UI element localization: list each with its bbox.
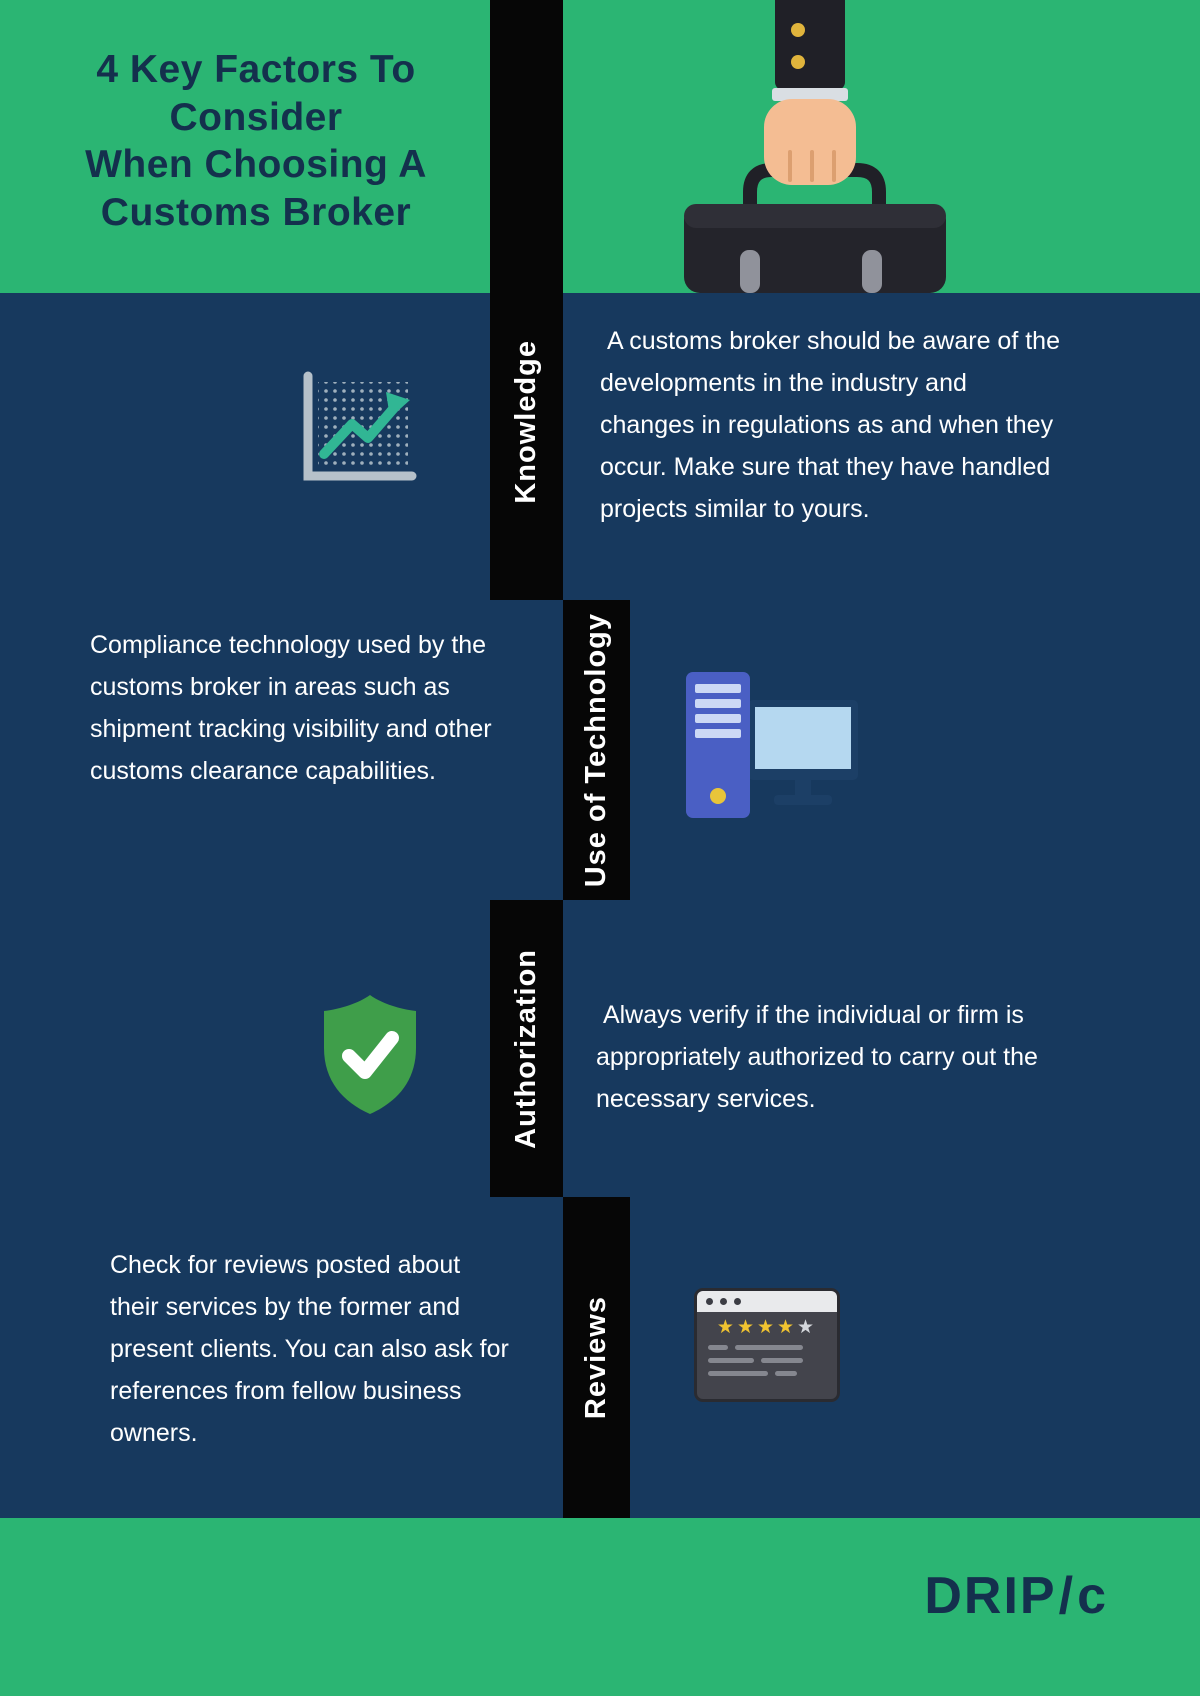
gray-star: ★ (797, 1317, 818, 1338)
section-bar-technology: Use of Technology (563, 600, 630, 900)
desktop-computer-icon (686, 672, 858, 818)
section-text-authorization: Always verify if the individual or firm … (596, 1001, 1045, 1113)
section-label-technology: Use of Technology (580, 612, 612, 888)
title-line-4: Customs Broker (100, 190, 412, 234)
review-window-icon: ★★★★★ (694, 1288, 840, 1402)
section-bar-authorization: Authorization (490, 900, 563, 1197)
section-label-reviews: Reviews (580, 1295, 612, 1420)
title-line-1: 4 Key Factors To (96, 48, 416, 91)
page-title: 4 Key Factors To Consider When Choosing … (62, 46, 450, 236)
header-band: 4 Key Factors To Consider When Choosing … (0, 0, 1200, 293)
gold-stars: ★★★★ (716, 1317, 798, 1338)
window-dot (720, 1298, 727, 1305)
section-text-technology: Compliance technology used by the custom… (90, 631, 499, 785)
text-line-segment (708, 1345, 728, 1350)
section-text-reviews: Check for reviews posted about their ser… (110, 1251, 516, 1447)
title-line-3: When Choosing A (85, 143, 427, 187)
review-text-lines (697, 1371, 837, 1376)
footer-band: DRIP/c (0, 1518, 1200, 1696)
window-titlebar (697, 1291, 837, 1312)
text-line-segment (761, 1358, 803, 1363)
section-label-authorization: Authorization (510, 948, 542, 1149)
logo-text-main: DRIP (924, 1567, 1057, 1625)
window-dot (734, 1298, 741, 1305)
hand-holding-briefcase-icon (684, 0, 946, 293)
section-label-knowledge: Knowledge (510, 340, 542, 504)
star-rating: ★★★★★ (697, 1318, 837, 1337)
text-line-segment (775, 1371, 797, 1376)
text-line-segment (708, 1371, 768, 1376)
section-bar-knowledge: Knowledge (490, 0, 563, 600)
section-text-knowledge: A customs broker should be aware of the … (600, 327, 1067, 523)
window-dot (706, 1298, 713, 1305)
dripc-logo: DRIP/c (924, 1566, 1108, 1626)
shield-check-icon (324, 995, 416, 1114)
text-line-segment (708, 1358, 754, 1363)
review-text-lines (697, 1345, 837, 1350)
text-line-segment (735, 1345, 803, 1350)
review-text-lines (697, 1358, 837, 1363)
title-line-2: Consider (169, 95, 343, 139)
section-bar-reviews: Reviews (563, 1197, 630, 1518)
logo-text-suffix: c (1077, 1567, 1108, 1625)
growth-chart-icon (303, 371, 417, 481)
logo-slash: / (1058, 1567, 1076, 1625)
